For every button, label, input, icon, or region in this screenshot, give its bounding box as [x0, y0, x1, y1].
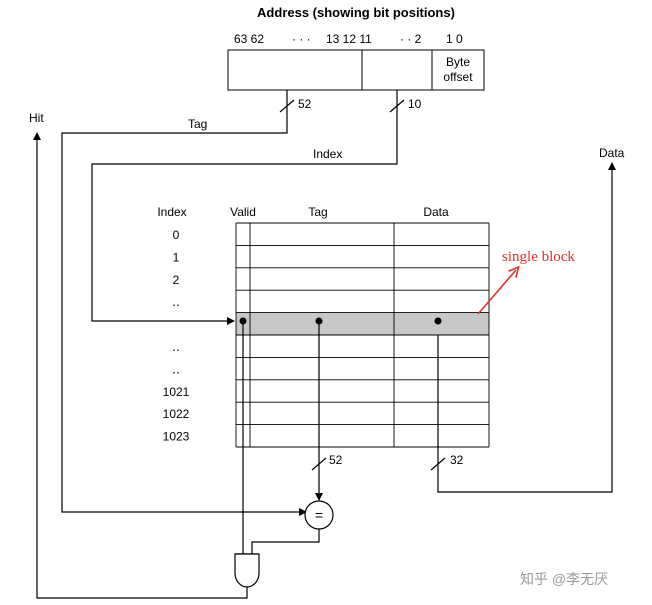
valid-tap-dot [239, 317, 247, 325]
data-bus-width: 32 [450, 453, 464, 467]
byte-offset-label-2: offset [443, 70, 473, 84]
header-data: Data [423, 205, 449, 219]
bit-label-dots-left: · · · [292, 32, 311, 46]
tag-tap-dot [315, 317, 323, 325]
address-register: Byte offset [227, 49, 485, 91]
hit-line [33, 132, 248, 599]
selected-cache-row [236, 312, 489, 335]
row-index-label: 1021 [163, 385, 190, 399]
bit-label-63-62: 63 62 [234, 32, 264, 46]
header-valid: Valid [230, 205, 256, 219]
compare-to-and-line [251, 529, 320, 554]
and-gate-body [234, 553, 260, 588]
index-bus [91, 90, 405, 325]
tag-compare-line [311, 321, 327, 501]
row-index-label: 1022 [163, 407, 190, 421]
data-tap-dot [434, 317, 442, 325]
row-index-label: 0 [173, 228, 180, 242]
row-index-label: 1023 [163, 430, 190, 444]
single-block-arrow [477, 270, 516, 315]
header-index: Index [157, 205, 186, 219]
tag-comparator: = [304, 500, 334, 530]
single-block-annotation: single block [502, 249, 575, 265]
index-bus-width: 10 [408, 97, 422, 111]
data-output-label: Data [599, 146, 625, 160]
cache-table [235, 222, 490, 448]
tag-signal-label: Tag [188, 117, 207, 131]
address-title: Address (showing bit positions) [257, 5, 455, 20]
comparator-symbol: = [315, 507, 323, 523]
tag-compare-width: 52 [329, 453, 343, 467]
bit-label-1-0: 1 0 [446, 32, 463, 46]
bit-label-dots-2: · · 2 [400, 32, 422, 46]
watermark: 知乎 @李无厌 [520, 571, 608, 587]
row-index-label: ‥ [172, 340, 180, 354]
bit-label-13-12-11: 13 12 11 [326, 32, 372, 46]
data-line [430, 162, 616, 493]
tag-bus [61, 90, 307, 516]
hit-label: Hit [29, 111, 44, 125]
row-index-label: ‥ [172, 295, 180, 309]
row-index-labels: 0 1 2 ‥ ‥ ‥ 1021 1022 1023 [163, 228, 190, 444]
header-tag: Tag [308, 205, 327, 219]
row-index-label: ‥ [172, 362, 180, 376]
index-signal-label: Index [313, 147, 342, 161]
byte-offset-label-1: Byte [446, 55, 470, 69]
row-index-label: 2 [173, 273, 180, 287]
tag-bus-width: 52 [298, 97, 312, 111]
row-index-label: 1 [173, 250, 180, 264]
